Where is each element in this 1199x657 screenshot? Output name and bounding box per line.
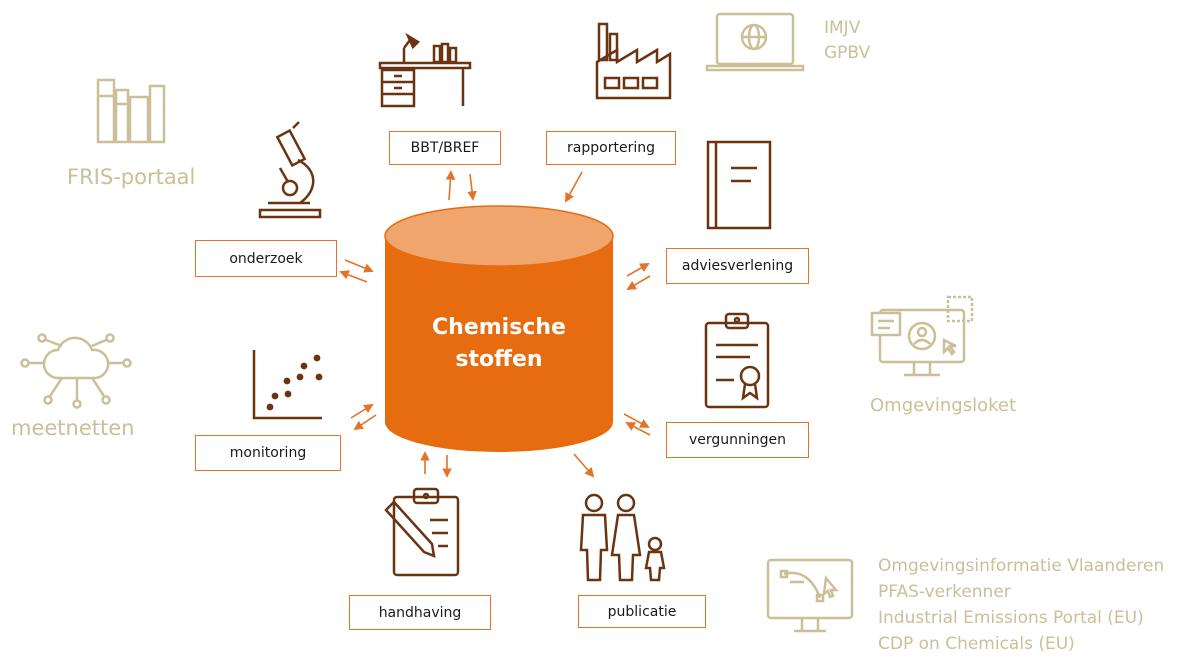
monitor-vector-icon <box>766 558 854 633</box>
books-icon <box>96 78 166 144</box>
arrow-to-bbt <box>445 170 456 201</box>
external-portal-item: Industrial Emissions Portal (EU) <box>878 608 1144 628</box>
node-monitoring: monitoring <box>195 435 341 471</box>
scatter-plot-icon <box>252 350 323 420</box>
node-onderzoek: onderzoek <box>195 240 337 277</box>
center-label: Chemische stoffen <box>386 312 612 376</box>
node-adviesverlening: adviesverlening <box>666 248 809 284</box>
node-rapportering: rapportering <box>546 131 676 165</box>
arrow-to-monitoring <box>353 414 377 431</box>
arrow-to-vergunningen <box>623 413 650 428</box>
certificate-icon <box>704 312 770 409</box>
arrow-from-monitoring <box>350 403 374 419</box>
chemische-stoffen-cylinder <box>384 205 614 452</box>
external-imjv: IMJV <box>824 18 861 38</box>
external-portals-list: Omgevingsinformatie Vlaanderen PFAS-verk… <box>878 553 1164 657</box>
external-portal-item: PFAS-verkenner <box>878 582 1011 602</box>
arrow-from-vergunningen <box>625 422 651 436</box>
family-icon <box>579 493 666 582</box>
node-bbt-bref: BBT/BREF <box>389 131 501 165</box>
desk-icon <box>378 32 472 108</box>
external-meetnetten: meetnetten <box>11 416 135 440</box>
external-gpbv: GPBV <box>824 43 871 63</box>
monitor-user-icon <box>870 295 974 377</box>
arrow-from-rapportering <box>565 171 583 203</box>
node-handhaving: handhaving <box>349 595 491 630</box>
arrow-to-publicatie <box>573 453 595 478</box>
arrow-from-onderzoek <box>344 259 374 273</box>
book-icon <box>706 140 772 230</box>
factory-icon <box>595 22 672 100</box>
flow-arrows <box>339 170 651 478</box>
arrow-to-advies <box>626 263 650 277</box>
arrow-from-advies <box>626 275 651 290</box>
arrow-from-bbt <box>467 173 477 201</box>
laptop-globe-icon <box>705 12 805 72</box>
external-fris-portaal: FRIS-portaal <box>67 165 196 189</box>
cloud-network-icon <box>20 333 132 409</box>
node-vergunningen: vergunningen <box>666 422 809 458</box>
center-label-line2: stoffen <box>455 347 543 372</box>
microscope-icon <box>258 121 322 219</box>
external-omgevingsloket: Omgevingsloket <box>870 395 1016 416</box>
clipboard-pencil-icon <box>384 487 460 577</box>
node-publicatie: publicatie <box>578 595 706 628</box>
external-portal-item: CDP on Chemicals (EU) <box>878 634 1075 654</box>
arrow-to-onderzoek <box>339 270 368 283</box>
external-imjv-gpbv: IMJV GPBV <box>824 16 870 66</box>
external-portal-item: Omgevingsinformatie Vlaanderen <box>878 556 1165 576</box>
center-label-line1: Chemische <box>432 315 566 340</box>
